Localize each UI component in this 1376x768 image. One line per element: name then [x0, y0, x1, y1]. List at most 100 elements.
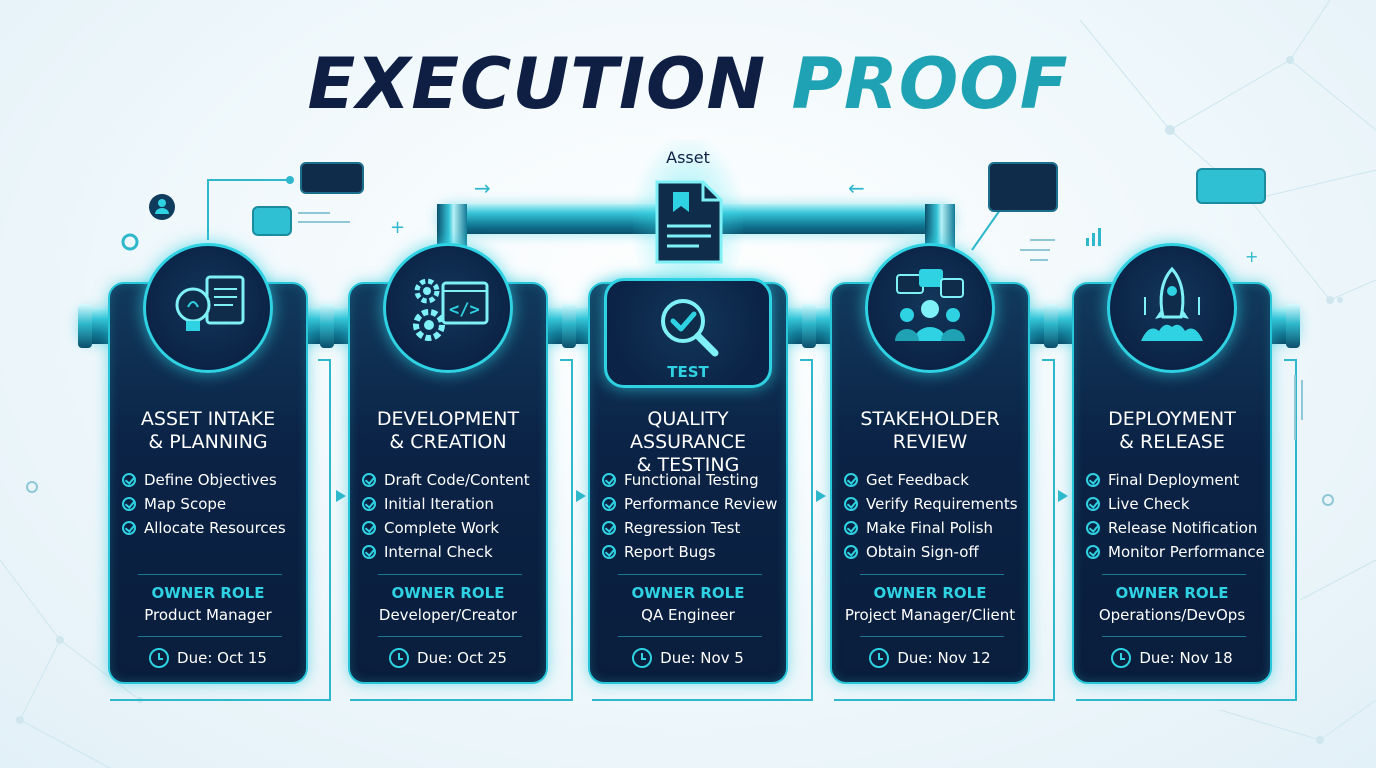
divider: [138, 574, 282, 575]
title-word-proof: PROOF: [791, 43, 1069, 125]
owner-role-value: Developer/Creator: [378, 606, 518, 624]
pipe-coupling: [562, 304, 576, 348]
task-item: Internal Check: [362, 540, 548, 564]
magnifier-check-icon: [661, 299, 719, 357]
owner-role-value: Product Manager: [144, 606, 272, 624]
owner-role-value: QA Engineer: [641, 606, 735, 624]
due-date: Due: Nov 5: [590, 648, 786, 668]
asset-label: Asset: [666, 148, 710, 167]
task-list: Define Objectives Map Scope Allocate Res…: [122, 468, 308, 540]
owner-role-label: OWNER ROLE: [1115, 584, 1229, 602]
lock-panel-icon: [1196, 168, 1266, 204]
task-list: Get Feedback Verify Requirements Make Fi…: [844, 468, 1030, 564]
task-item: Define Objectives: [122, 468, 308, 492]
task-item: Monitor Performance: [1086, 540, 1272, 564]
owner-role-value: Project Manager/Client: [844, 606, 1016, 624]
task-item: Report Bugs: [602, 540, 788, 564]
check-circle-icon: [1086, 473, 1100, 487]
clock-icon: [632, 648, 653, 668]
task-list: Functional Testing Performance Review Re…: [602, 468, 788, 564]
due-date: Due: Oct 15: [110, 648, 306, 668]
check-circle-icon: [602, 521, 616, 535]
due-date: Due: Oct 25: [350, 648, 546, 668]
task-item: Performance Review: [602, 492, 788, 516]
lightbulb-document-icon: [143, 243, 273, 373]
people-chat-icon: [865, 243, 995, 373]
check-circle-icon: [1086, 497, 1100, 511]
task-item: Get Feedback: [844, 468, 1030, 492]
pipe-coupling: [78, 304, 92, 348]
check-circle-icon: [122, 497, 136, 511]
svg-text:+: +: [390, 217, 405, 238]
svg-text:</>: </>: [449, 300, 480, 320]
task-item: Initial Iteration: [362, 492, 548, 516]
pipe-coupling: [1044, 304, 1058, 348]
owner-role-label: OWNER ROLE: [873, 584, 987, 602]
task-item: Obtain Sign-off: [844, 540, 1030, 564]
owner-role-label: OWNER ROLE: [631, 584, 745, 602]
owner-role-label: OWNER ROLE: [151, 584, 265, 602]
pipe-coupling: [802, 304, 816, 348]
clock-icon: [869, 648, 890, 668]
stage-title: QUALITY ASSURANCE & TESTING: [630, 408, 746, 476]
task-item: Draft Code/Content: [362, 468, 548, 492]
task-list: Final Deployment Live Check Release Noti…: [1086, 468, 1272, 564]
pipe-coupling: [320, 304, 334, 348]
check-circle-icon: [362, 521, 376, 535]
clock-icon: [149, 648, 170, 668]
check-circle-icon: [844, 521, 858, 535]
check-circle-icon: [362, 497, 376, 511]
check-circle-icon: [844, 497, 858, 511]
page-title: EXECUTION PROOF: [0, 42, 1376, 126]
task-list: Draft Code/Content Initial Iteration Com…: [362, 468, 548, 564]
divider: [860, 574, 1004, 575]
due-date: Due: Nov 12: [832, 648, 1028, 668]
divider: [138, 636, 282, 637]
due-date: Due: Nov 18: [1074, 648, 1270, 668]
message-panel-icon: [300, 162, 364, 194]
divider: [378, 636, 522, 637]
check-circle-icon: [602, 545, 616, 559]
stage-title: ASSET INTAKE & PLANNING: [140, 408, 276, 453]
task-item: Complete Work: [362, 516, 548, 540]
check-circle-icon: [602, 497, 616, 511]
pipe-coupling: [1286, 304, 1300, 348]
task-item: Live Check: [1086, 492, 1272, 516]
rocket-launch-icon: [1107, 243, 1237, 373]
divider: [1102, 636, 1246, 637]
task-item: Functional Testing: [602, 468, 788, 492]
test-label: TEST: [667, 363, 709, 381]
divider: [860, 636, 1004, 637]
stage-card-development: DEVELOPMENT & CREATION Draft Code/Conten…: [348, 282, 548, 684]
svg-text:+: +: [1245, 247, 1258, 266]
task-item: Make Final Polish: [844, 516, 1030, 540]
task-item: Final Deployment: [1086, 468, 1272, 492]
check-circle-icon: [122, 473, 136, 487]
divider: [378, 574, 522, 575]
check-circle-icon: [1086, 545, 1100, 559]
check-circle-icon: [1086, 521, 1100, 535]
flow-arrow-right-icon: →: [474, 176, 491, 200]
task-item: Verify Requirements: [844, 492, 1030, 516]
divider: [618, 574, 762, 575]
flow-arrow-left-icon: ←: [848, 176, 865, 200]
task-item: Map Scope: [122, 492, 308, 516]
stage-title: DEVELOPMENT & CREATION: [376, 408, 520, 453]
clock-icon: [389, 648, 410, 668]
divider: [1102, 574, 1246, 575]
chat-bubble-icon: [252, 206, 292, 236]
owner-role-label: OWNER ROLE: [391, 584, 505, 602]
divider: [618, 636, 762, 637]
stage-title: DEPLOYMENT & RELEASE: [1108, 408, 1236, 453]
check-circle-icon: [844, 473, 858, 487]
check-circle-icon: [602, 473, 616, 487]
stage-title: STAKEHOLDER REVIEW: [860, 408, 1000, 453]
check-circle-icon: [362, 545, 376, 559]
gears-code-icon: </>: [383, 243, 513, 373]
title-word-execution: EXECUTION: [307, 43, 767, 125]
code-window-icon: [988, 162, 1058, 212]
asset-node: Asset: [633, 140, 743, 290]
document-icon: [655, 180, 723, 264]
task-item: Regression Test: [602, 516, 788, 540]
owner-role-value: Operations/DevOps: [1098, 606, 1246, 624]
